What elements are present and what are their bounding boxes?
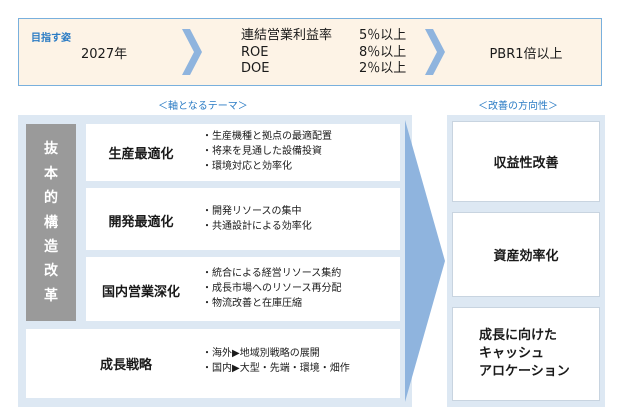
chevron-right-icon	[182, 29, 202, 75]
target-row: DOE 2％以上	[241, 61, 406, 78]
target-value: 5％以上	[359, 28, 407, 43]
direction-text: 資産効率化	[493, 249, 559, 264]
goal-label: 目指す姿	[31, 33, 71, 44]
theme-bullets: ・統合による経営リソース集約 ・成長市場へのリソース再分配 ・物流改善と在庫圧縮	[202, 266, 342, 311]
target-name: 連結営業利益率	[241, 28, 333, 43]
bullet-item: ・統合による経営リソース集約	[202, 268, 342, 279]
theme-bullets: ・開発リソースの集中 ・共通設計による効率化	[202, 204, 312, 234]
goal-box: 目指す姿 2027年 連結営業利益率 5％以上 ROE 8％以上 DOE 2％以…	[18, 18, 602, 86]
direction-line: アロケーション	[479, 364, 570, 379]
bullet-item: ・成長市場へのリソース再分配	[202, 283, 342, 294]
reform-char: 抜	[44, 141, 58, 158]
theme-title: 成長戦略	[99, 358, 152, 373]
target-value: 8％以上	[359, 44, 407, 60]
direction-label: ＜改善の方向性＞	[478, 101, 558, 112]
target-row: ROE 8％以上	[241, 45, 406, 62]
theme-card: 生産最適化 ・生産機種と拠点の最適配置 ・将来を見通した設備投資 ・環境対応と効…	[86, 124, 400, 181]
reform-char: 革	[44, 287, 58, 304]
bullet-item: ・共通設計による効率化	[202, 221, 312, 232]
target-name: ROE	[241, 44, 269, 60]
bullet-item: ・物流改善と在庫圧縮	[202, 298, 302, 309]
goal-year: 2027年	[81, 47, 128, 62]
direction-text: 成長に向けた キャッシュ アロケーション	[479, 327, 570, 381]
target-row: 連結営業利益率 5％以上	[241, 28, 406, 45]
bullet-item: ・将来を見通した設備投資	[202, 146, 322, 157]
chevron-right-icon	[425, 29, 445, 75]
theme-title: 開発最適化	[108, 215, 174, 230]
themes-label: ＜軸となるテーマ＞	[158, 101, 248, 112]
direction-card: 収益性改善	[452, 121, 600, 202]
theme-title: 国内営業深化	[101, 285, 180, 300]
reform-char: 造	[44, 238, 58, 255]
reform-char: 改	[44, 263, 58, 280]
target-name: DOE	[241, 61, 270, 76]
theme-bullets: ・海外▶地域別戦略の展開 ・国内▶大型・先端・環境・畑作	[202, 346, 350, 376]
theme-card: 国内営業深化 ・統合による経営リソース集約 ・成長市場へのリソース再分配 ・物流…	[86, 257, 400, 321]
reform-char: 本	[44, 165, 58, 182]
structural-reform-label: 抜 本 的 構 造 改 革	[26, 124, 76, 321]
bullet-item: ・生産機種と拠点の最適配置	[202, 131, 332, 142]
bullet-item: ・開発リソースの集中	[202, 206, 302, 217]
reform-char: 的	[44, 190, 58, 207]
theme-card: 成長戦略 ・海外▶地域別戦略の展開 ・国内▶大型・先端・環境・畑作	[26, 329, 400, 398]
direction-card: 資産効率化	[452, 212, 600, 297]
reform-char: 構	[44, 214, 58, 231]
bullet-item: ・環境対応と効率化	[202, 161, 292, 172]
bullet-item: ・海外▶地域別戦略の展開	[202, 348, 320, 359]
theme-card: 開発最適化 ・開発リソースの集中 ・共通設計による効率化	[86, 188, 400, 250]
arrow-right-icon	[405, 120, 445, 402]
theme-bullets: ・生産機種と拠点の最適配置 ・将来を見通した設備投資 ・環境対応と効率化	[202, 129, 332, 174]
direction-text: 収益性改善	[493, 156, 559, 171]
theme-title: 生産最適化	[108, 147, 174, 162]
direction-line: キャッシュ	[479, 346, 545, 361]
bullet-item: ・国内▶大型・先端・環境・畑作	[202, 363, 350, 374]
direction-card: 成長に向けた キャッシュ アロケーション	[452, 307, 600, 401]
direction-line: 成長に向けた	[479, 328, 558, 343]
target-value: 2％以上	[359, 61, 407, 76]
pbr-target: PBR1倍以上	[489, 47, 563, 62]
target-list: 連結営業利益率 5％以上 ROE 8％以上 DOE 2％以上	[241, 28, 406, 78]
